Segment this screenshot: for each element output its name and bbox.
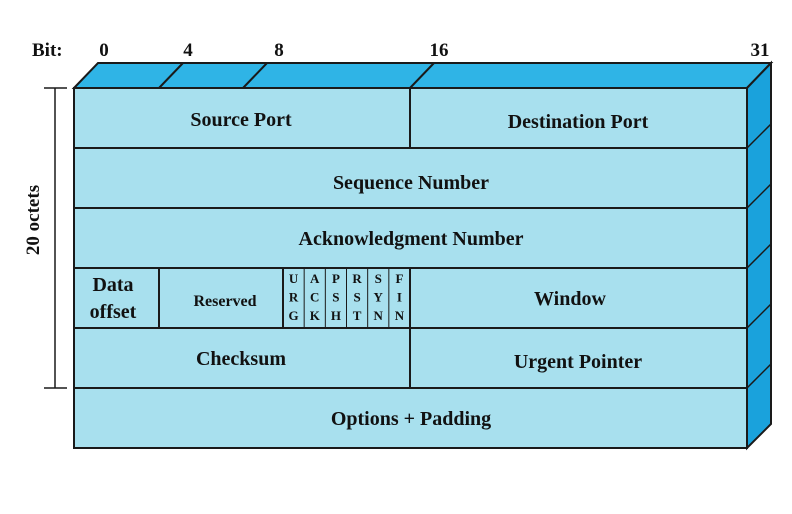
acknowledgment-number-label: Acknowledgment Number [299,228,524,250]
flag-syn-letter: Y [374,290,384,305]
flag-rst-letter: S [353,290,360,305]
flag-urg-letter: R [289,290,299,305]
bit-marker-0: 0 [99,40,109,61]
bit-marker-16: 16 [430,40,449,61]
data-offset-label-line2: offset [90,301,137,323]
flag-rst-letter: R [352,271,362,286]
flag-fin-letter: F [395,271,403,286]
flag-fin-letter: I [397,290,402,305]
bit-axis-label: Bit: [32,40,63,61]
flag-psh-letter: H [331,308,341,323]
urgent-pointer-label: Urgent Pointer [514,351,642,373]
flag-psh-letter: P [332,271,340,286]
flag-ack-letter: A [310,271,320,286]
flag-psh-letter: S [332,290,339,305]
top-divider-bit16 [409,62,435,89]
source-port-label: Source Port [190,109,292,131]
top-divider-bit4 [158,62,184,89]
bit-marker-8: 8 [274,40,284,61]
side-row-dividers [746,123,772,389]
flag-grid-lines [303,268,390,328]
data-offset-label-line1: Data [92,274,133,296]
flag-urg-letter: U [289,271,299,286]
options-padding-label: Options + Padding [331,408,491,430]
flag-syn-letter: S [375,271,382,286]
window-label: Window [534,288,606,310]
front-grid-lines [74,88,747,389]
flag-urg-letter: G [289,308,299,323]
bit-marker-4: 4 [183,40,193,61]
flag-rst-letter: T [353,308,362,323]
octets-bracket [44,87,67,389]
sequence-number-label: Sequence Number [333,172,489,194]
octets-label: 20 octets [23,185,44,255]
destination-port-label: Destination Port [508,111,649,133]
reserved-label: Reserved [193,293,256,310]
top-divider-bit8 [242,62,268,89]
flag-syn-letter: N [374,308,384,323]
flag-fin-letter: N [395,308,405,323]
bit-marker-31: 31 [751,40,770,61]
checksum-label: Checksum [196,348,286,370]
flag-ack-letter: C [310,290,319,305]
flag-ack-letter: K [310,308,321,323]
